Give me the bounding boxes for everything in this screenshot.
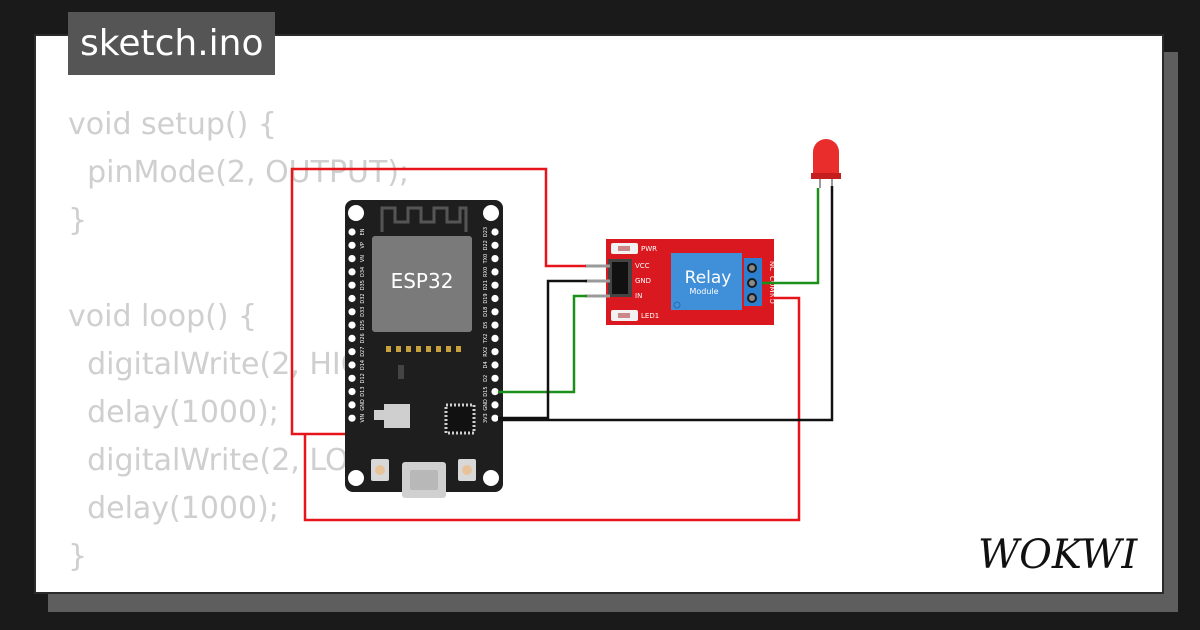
relay-led1-label: LED1 (641, 312, 659, 320)
esp32-pin-label: D22 (483, 240, 489, 250)
wire-red-vcc[interactable] (290, 167, 586, 436)
esp32-pin-d5[interactable] (491, 321, 499, 329)
esp32-pin-tx0[interactable] (491, 255, 499, 263)
esp32-pin-d13[interactable] (348, 388, 356, 396)
relay-header-pins (585, 264, 610, 298)
esp32-label: ESP32 (391, 269, 454, 293)
esp32-pin-label: RX0 (483, 267, 489, 277)
esp32-pin-label: GND (483, 399, 489, 411)
esp32-pin-label: D5 (483, 322, 489, 329)
wire-black-gnd-relay[interactable] (498, 279, 587, 420)
esp32-pin-label: GND (360, 399, 366, 411)
esp32-pin-vp[interactable] (348, 241, 356, 249)
esp32-pin-d22[interactable] (491, 241, 499, 249)
esp32-pin-label: 3V3 (483, 413, 489, 423)
esp32-pin-label: TX2 (483, 334, 489, 345)
esp32-pin-gnd[interactable] (348, 401, 356, 409)
esp32-pin-3v3[interactable] (491, 414, 499, 422)
esp32-pin-label: D27 (360, 347, 366, 357)
code-line: delay(1000); (68, 395, 279, 430)
relay-pin-in: IN (635, 292, 642, 300)
relay-title: Relay (685, 268, 732, 288)
esp32-pin-label: D21 (483, 280, 489, 290)
code-line: } (68, 539, 88, 574)
esp32-pin-gnd[interactable] (491, 401, 499, 409)
wokwi-logo: WOKWI (978, 532, 1138, 578)
esp32-pin-label: D15 (483, 386, 489, 396)
esp32-pin-label: D23 (483, 227, 489, 237)
esp32-pin-rx2[interactable] (491, 348, 499, 356)
wire-red-relay-no[interactable] (303, 296, 801, 522)
wire-green-led[interactable] (762, 188, 820, 285)
esp32-pin-label: D19 (483, 293, 489, 303)
esp32-pin-d23[interactable] (491, 228, 499, 236)
esp32-pin-d33[interactable] (348, 308, 356, 316)
esp32-pin-label: D14 (360, 360, 366, 370)
esp32-pin-d12[interactable] (348, 374, 356, 382)
code-line: delay(1000); (68, 491, 279, 526)
esp32-pin-label: D26 (360, 333, 366, 343)
preview-card (34, 34, 1164, 594)
esp32-pin-label: D4 (483, 361, 489, 368)
esp32-pin-d35[interactable] (348, 281, 356, 289)
esp32-pin-label: D2 (483, 375, 489, 382)
wire-green-signal[interactable] (498, 294, 587, 394)
esp32-pin-label: TX0 (483, 254, 489, 265)
wire-black-gnd-led[interactable] (498, 186, 834, 422)
esp32-pin-d21[interactable] (491, 281, 499, 289)
esp32-pin-d2[interactable] (491, 374, 499, 382)
relay-subtitle: Module (689, 287, 718, 296)
esp32-pin-d34[interactable] (348, 268, 356, 276)
code-line: void setup() { (68, 107, 277, 142)
esp32-pin-label: D12 (360, 373, 366, 383)
esp32-pin-d26[interactable] (348, 334, 356, 342)
esp32-pin-label: D18 (483, 307, 489, 317)
esp32-pin-d32[interactable] (348, 294, 356, 303)
esp32-pin-label: D35 (360, 280, 366, 290)
esp32-pin-d19[interactable] (491, 294, 499, 303)
esp32-pin-d15[interactable] (491, 388, 499, 396)
esp32-pin-vn[interactable] (348, 255, 356, 263)
esp32-pin-label: VP (360, 242, 366, 248)
relay-pin-gnd: GND (635, 277, 651, 285)
esp32-pin-d18[interactable] (491, 308, 499, 316)
esp32-pin-label: RX2 (483, 347, 489, 357)
relay-terminal-nc: NC (768, 261, 776, 271)
esp32-pin-tx2[interactable] (491, 334, 499, 342)
code-line: void loop() { (68, 299, 258, 334)
esp32-pin-d25[interactable] (348, 321, 356, 329)
file-tab[interactable]: sketch.ino (68, 12, 276, 75)
esp32-pin-label: D32 (360, 293, 366, 303)
esp32-pin-label: D25 (360, 320, 366, 330)
esp32-pin-label: VIN (360, 414, 366, 423)
esp32-pin-vin[interactable] (348, 414, 356, 422)
esp32-pin-d14[interactable] (348, 361, 356, 369)
esp32-pin-label: D33 (360, 307, 366, 317)
esp32-pin-d27[interactable] (348, 348, 356, 356)
esp32-pin-rx0[interactable] (491, 268, 499, 276)
relay-module[interactable]: PWR LED1 VCC GND IN Relay Module NC COM … (606, 239, 776, 325)
relay-pin-vcc: VCC (635, 262, 650, 270)
relay-pwr-label: PWR (641, 245, 657, 253)
esp32-pin-label: D34 (360, 267, 366, 277)
esp32-pin-label: D13 (360, 386, 366, 396)
esp32-pin-d4[interactable] (491, 361, 499, 369)
esp32-pin-label: EN (360, 228, 366, 235)
code-line: } (68, 203, 88, 238)
code-line: pinMode(2, OUTPUT); (68, 155, 410, 190)
esp32-pin-en[interactable] (348, 228, 356, 236)
led[interactable] (811, 139, 841, 188)
esp32-pin-label: VN (360, 255, 366, 262)
esp32-board[interactable]: ESP32 (345, 200, 503, 498)
